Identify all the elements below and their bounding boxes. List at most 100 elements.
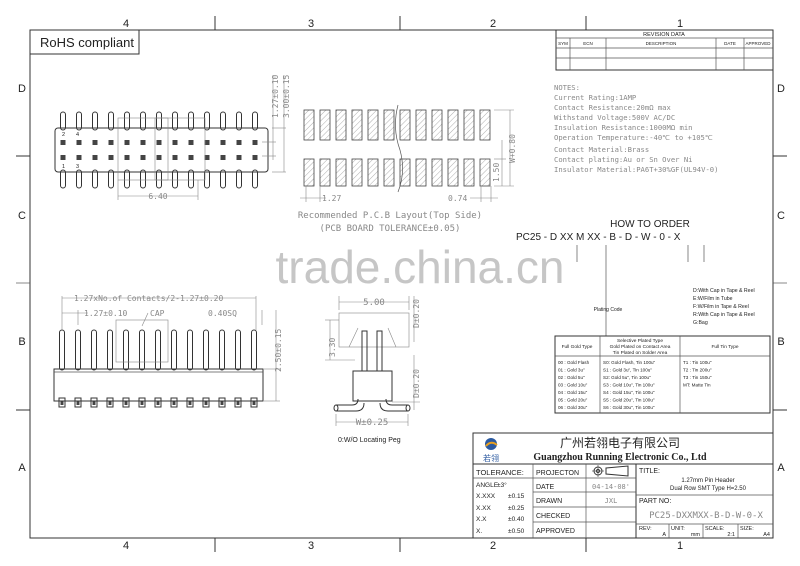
smt-foot (170, 397, 178, 408)
zone-col-4-top: 4 (123, 18, 129, 30)
pcb-pad (335, 109, 347, 141)
title-block: 若翎 广州若翎电子有限公司 Guangzhou Running Electron… (472, 432, 774, 539)
scale-label: SCALE: (705, 526, 725, 532)
size-label: SIZE: (740, 526, 754, 532)
pin-post (107, 329, 113, 371)
pin-square (220, 155, 226, 160)
pin-square (60, 155, 66, 160)
smt-foot-center (252, 401, 256, 405)
pin-post (91, 329, 97, 371)
pin-post (75, 329, 81, 371)
rev-col-approved: APPROVED (745, 41, 771, 46)
pin-lead (76, 111, 82, 131)
rev-label: REV: (639, 526, 652, 532)
dim-pitch: 1.27±0.10 (271, 74, 280, 118)
pin-square (252, 140, 258, 145)
plating-option: S6 : Gold 30u", Tin 100u" (603, 405, 655, 410)
pcb-caption-1: Recommended P.C.B Layout(Top Side) (298, 211, 482, 221)
plating-option: 04 : Gold 15u" (558, 390, 588, 395)
tol-value-xx: ±0.40 (508, 516, 525, 523)
pin-lead (156, 169, 162, 189)
plating-table: Full Gold Type Selective Plated Type Gol… (554, 335, 771, 414)
smt-foot (234, 397, 242, 408)
dim-front-height: 2.50±0.15 (274, 328, 283, 372)
pin-lead (60, 111, 66, 131)
smt-foot-center (76, 401, 80, 405)
smt-foot-center (140, 401, 144, 405)
rev-value: A (662, 532, 666, 538)
pin-lead (124, 111, 130, 131)
tol-label-angle: ANGLE (476, 482, 499, 489)
rev-col-ecn: ECN (583, 41, 593, 46)
drawn-value: JXL (605, 497, 618, 505)
pin-square (92, 155, 98, 160)
approved-label: APPROVED (536, 528, 575, 535)
pin-lead (188, 111, 194, 131)
cap-label: CAP (150, 309, 165, 318)
pin-square (236, 140, 242, 145)
pin-lead (156, 111, 162, 131)
rev-col-date: DATE (724, 41, 736, 46)
pcb-pad (303, 109, 315, 141)
pin-lead (108, 169, 114, 189)
dim-height: 3.00±0.15 (282, 74, 291, 118)
smt-foot-center (92, 401, 96, 405)
dim-post-square: 0.40SQ (208, 309, 237, 318)
dim-pad-width: 0.74 (448, 194, 467, 203)
pin-post (235, 329, 241, 371)
rohs-badge: RoHS compliant (29, 29, 140, 55)
pcb-pad (303, 158, 315, 187)
smt-foot (74, 397, 82, 408)
note-line: Contact plating:Au or Sn Over Ni (554, 155, 692, 164)
notes: NOTES: Current Rating:1AMP Contact Resis… (554, 83, 718, 174)
company-name-cn: 广州若翎电子有限公司 (560, 436, 680, 450)
smt-foot-center (124, 401, 128, 405)
pin-lead (204, 111, 210, 131)
pin-lead (236, 111, 242, 131)
plating-option: S2: Gold 5u", Tin 100u" (603, 375, 651, 380)
date-label: DATE (536, 484, 554, 491)
sheet-frame (16, 16, 787, 552)
zone-col-2-bottom: 2 (490, 540, 496, 552)
dim-pcb-pitch: 1.27 (322, 194, 341, 203)
plating-code-label: Plating Code (594, 307, 623, 313)
packaging-option: E:W/Film in Tube (693, 296, 733, 302)
pcb-pad (367, 158, 379, 187)
pin-post (123, 329, 129, 371)
pin-label-4: 4 (76, 132, 79, 138)
tol-label-xx: X.X (476, 516, 487, 523)
zone-row-a-right: A (777, 462, 785, 474)
plating-header-selective: Tin Plated on Solder Area (613, 350, 668, 356)
plating-option: 06 : Gold 30u" (558, 405, 588, 410)
plating-header-tin: Full Tin Type (711, 344, 738, 350)
size-value: A4 (763, 532, 770, 538)
note-line: Insulation Resistance:1000MΩ min (554, 123, 692, 132)
date-value: 04-14-08' (592, 483, 630, 491)
tol-label-xxx: X.XX (476, 505, 491, 512)
pcb-pad (367, 109, 379, 141)
zone-row-b-right: B (777, 336, 784, 348)
plating-option: S4 : Gold 15u", Tin 100u" (603, 390, 655, 395)
pin-label-2: 2 (62, 132, 65, 138)
smt-foot-center (236, 401, 240, 405)
plating-option: 03 : Gold 10u" (558, 383, 588, 388)
pcb-pad (319, 158, 331, 187)
pcb-pad (479, 109, 491, 141)
pin-post (171, 329, 177, 371)
tol-label-xxxx: X.XXX (476, 493, 496, 500)
pin-lead (252, 169, 258, 189)
scale-value: 2:1 (727, 532, 735, 538)
dim-span: W+0.80 (508, 134, 517, 163)
smt-foot-center (188, 401, 192, 405)
plating-option: 00 : Gold Flash (558, 360, 590, 365)
title-line-2: Dual Row SMT Type H=2.50 (670, 486, 747, 492)
pin-square (140, 140, 146, 145)
order-part-code: PC25 - D XX M XX - B - D - W - 0 - X (516, 232, 681, 243)
plating-option: MT: Matte Tin (683, 383, 711, 388)
pin-square (140, 155, 146, 160)
side-view-caption: 0:W/O Locating Peg (338, 437, 401, 444)
zone-col-1-top: 1 (677, 18, 683, 30)
smt-foot-center (172, 401, 176, 405)
notes-heading: NOTES: (554, 83, 580, 92)
